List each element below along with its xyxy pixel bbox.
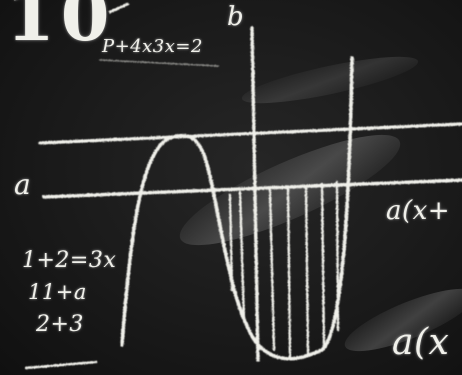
left-bottom-stroke — [24, 360, 98, 370]
big-number-text: 10 — [6, 0, 116, 57]
right-note-bottom: a(x — [392, 322, 450, 363]
area-hatch-line — [320, 182, 326, 350]
left-note-line-2: 11+a — [28, 280, 87, 304]
y-axis-line — [250, 26, 260, 362]
left-note-line-1: 1+2=3x — [22, 248, 117, 273]
area-hatch-line — [268, 188, 276, 352]
chalk-smudge — [241, 56, 419, 104]
y-axis-label: b — [227, 2, 245, 32]
left-note-line-3: 2+3 — [36, 312, 84, 337]
big-number-dash — [108, 2, 130, 14]
upper-horizontal-line — [38, 122, 462, 145]
chalk-smudge — [179, 134, 401, 246]
chalk-smudge — [344, 288, 462, 352]
equation-underline — [99, 59, 219, 67]
area-hatch-line — [304, 184, 310, 356]
area-hatch-line — [286, 186, 292, 358]
area-hatch-line — [228, 193, 234, 292]
area-hatch-line — [335, 180, 340, 332]
x-axis-line — [42, 178, 462, 199]
area-hatch-line — [238, 190, 246, 322]
x-axis-label: a — [14, 168, 32, 201]
right-note-top: a(x+ — [386, 196, 451, 226]
equation-text: P+4x3x=2 — [102, 36, 203, 57]
